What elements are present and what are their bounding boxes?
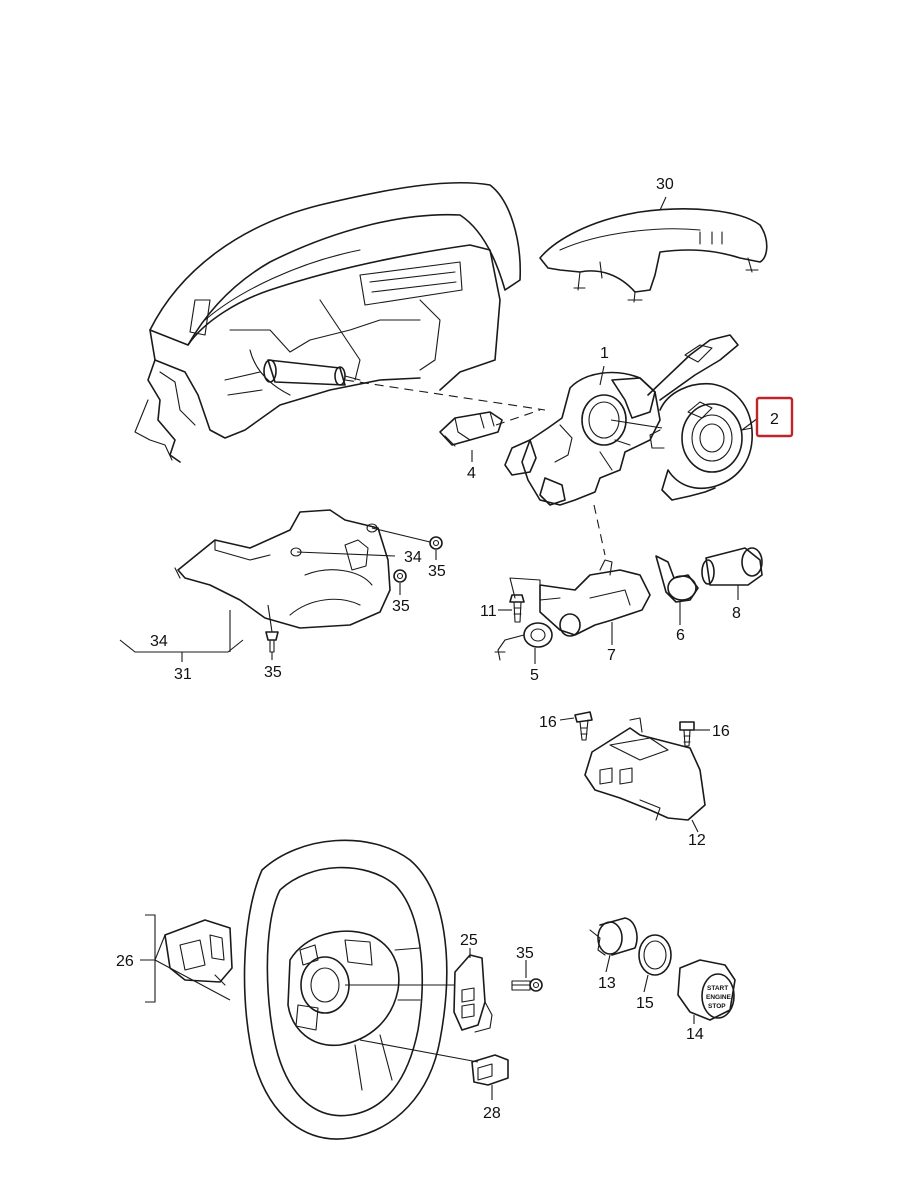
part-7-lock-housing [509, 559, 651, 637]
label-34-left: 34 [150, 633, 168, 650]
label-26: 26 [116, 953, 134, 970]
part-14-start-stop-button: START ENGINE STOP [677, 959, 736, 1021]
label-14: 14 [686, 1026, 704, 1043]
dashboard-frame [134, 181, 522, 463]
part-30-steering-column-trim-upper [539, 208, 768, 303]
label-4: 4 [467, 465, 476, 482]
screw-16-left [574, 711, 593, 741]
screw-35-a [429, 536, 443, 550]
steering-wheel [243, 839, 448, 1140]
label-11: 11 [480, 603, 497, 620]
part-13-ring [589, 917, 638, 956]
part-31-steering-column-trim-lower [174, 509, 391, 629]
start-label: START [707, 985, 728, 992]
label-28: 28 [483, 1105, 501, 1122]
screw-35-d [511, 978, 543, 992]
label-16-right: 16 [712, 723, 730, 740]
label-12: 12 [688, 832, 706, 849]
part-12-control-unit [584, 717, 706, 821]
part-labels: 30 1 2 4 35 35 34 34 31 35 11 5 7 6 8 16… [116, 176, 779, 1122]
label-30: 30 [656, 176, 674, 193]
label-2: 2 [770, 411, 779, 428]
stop-label: STOP [708, 1003, 726, 1010]
leader-lines [119, 196, 759, 1100]
label-8: 8 [732, 605, 741, 622]
label-7: 7 [607, 647, 616, 664]
label-35-d: 35 [516, 945, 534, 962]
part-6-trim-ring [655, 555, 699, 603]
screw-35-b [393, 569, 407, 583]
screw-16-right [679, 721, 695, 747]
label-31: 31 [174, 666, 192, 683]
part-28-switch [471, 1054, 509, 1086]
part-15-ring [638, 934, 672, 976]
part-8-lock-cylinder [701, 547, 763, 586]
part-1-steering-column-switch [504, 334, 739, 506]
part-2-clock-spring [649, 382, 753, 501]
label-1: 1 [600, 345, 609, 362]
label-15: 15 [636, 995, 654, 1012]
label-16-left: 16 [539, 714, 557, 731]
engine-label: ENGINE [706, 994, 732, 1001]
label-13: 13 [598, 975, 616, 992]
part-11-screw [509, 594, 525, 623]
label-5: 5 [530, 667, 539, 684]
label-35-b: 35 [392, 598, 410, 615]
label-6: 6 [676, 627, 685, 644]
part-4-connector [439, 411, 503, 447]
label-25: 25 [460, 932, 478, 949]
part-26-paddle-switch [164, 919, 233, 986]
screw-35-c [265, 631, 279, 653]
label-35-a: 35 [428, 563, 446, 580]
part-25-multifunction-button [453, 954, 493, 1033]
label-35-c: 35 [264, 664, 282, 681]
label-34-right: 34 [404, 549, 422, 566]
part-5-sensor [494, 622, 553, 661]
highlight-box-part-2 [755, 396, 794, 438]
